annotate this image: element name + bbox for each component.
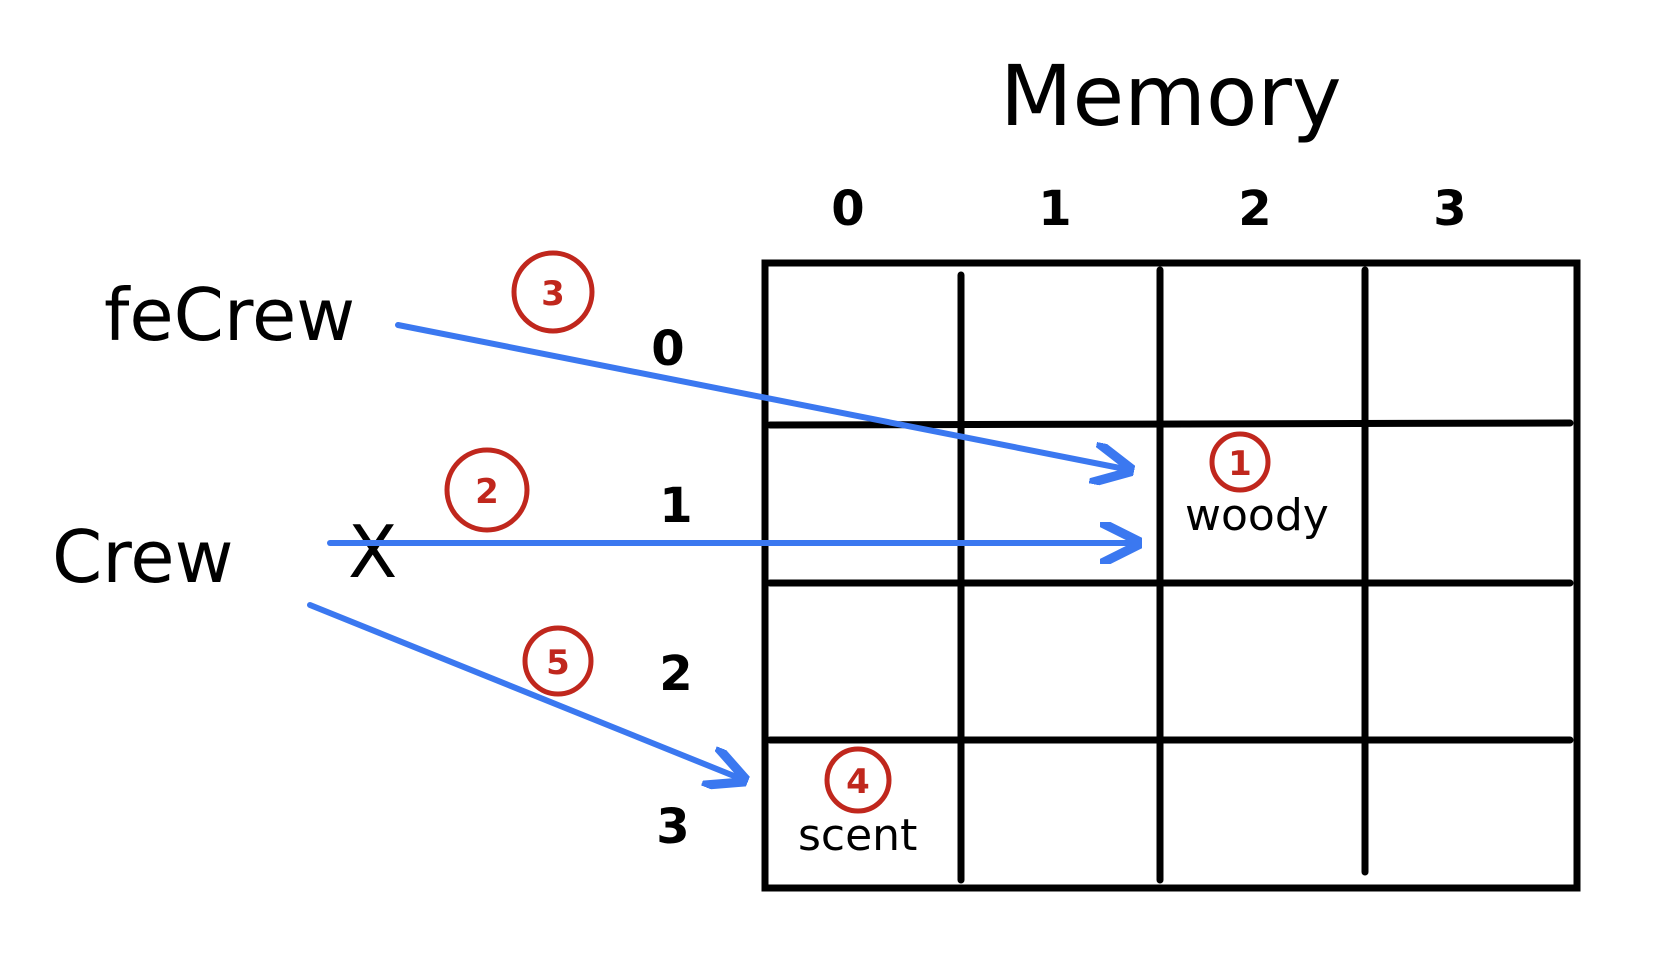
cell-woody: woody [1185,490,1329,541]
column-index-0: 0 [831,181,864,237]
variable-crew: Crew [52,515,233,599]
svg-text:1: 1 [1228,444,1252,484]
step-marker-5: 5 [522,625,594,697]
cell-scent: scent [798,810,917,861]
svg-text:2: 2 [475,472,499,512]
column-index-2: 2 [1238,181,1271,237]
variable-fecrew: feCrew [104,273,355,357]
row-index-1: 1 [659,478,692,534]
column-index-3: 3 [1433,181,1466,237]
reference-arrows [307,322,1138,780]
fecrew-arrow [395,322,1130,470]
crew-new-arrow [307,602,744,780]
grid-border [761,259,1581,892]
step-marker-3: 3 [511,250,595,334]
step-marker-1: 1 [1209,431,1271,493]
row-index-3: 3 [656,799,689,855]
svg-text:5: 5 [546,643,570,683]
step-marker-2: 2 [444,447,530,533]
column-index-1: 1 [1038,181,1071,237]
crew-crossed-mark: X [348,510,397,594]
svg-text:3: 3 [541,274,565,314]
svg-text:4: 4 [846,762,870,802]
memory-title: Memory [1000,47,1342,145]
step-marker-4: 4 [824,746,892,814]
row-index-0: 0 [651,321,684,377]
row-index-2: 2 [659,646,692,702]
